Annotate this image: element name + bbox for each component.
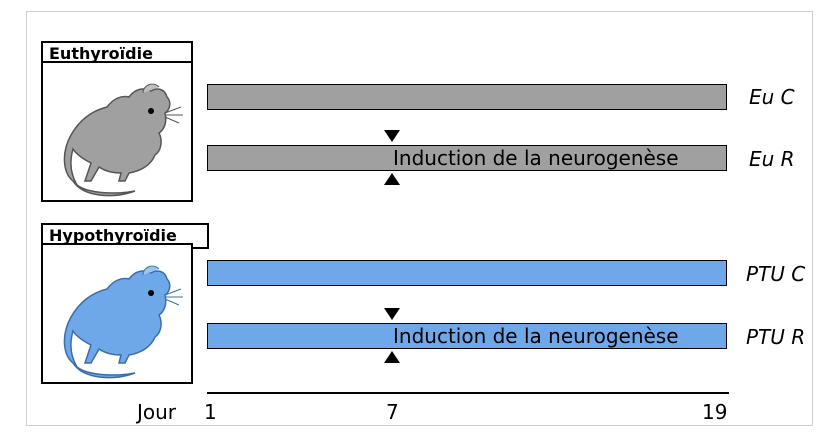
mouse-icon (63, 265, 183, 379)
label-ptu-r: PTU R (746, 325, 806, 349)
induction-text-ptu: Induction de la neurogenèse (393, 324, 679, 348)
label-eu-c: Eu C (749, 85, 795, 109)
bar-ptu-c (207, 260, 727, 286)
induction-marker-bottom (384, 173, 400, 185)
induction-marker-top (384, 308, 400, 320)
euthyroidie-mouse-box (41, 61, 193, 202)
label-ptu-c: PTU C (746, 262, 806, 286)
axis-tick-7: 7 (386, 400, 399, 424)
label-eu-r: Eu R (749, 147, 795, 171)
bar-ptu-r (207, 323, 727, 349)
axis-tick-1: 1 (204, 400, 217, 424)
induction-text-eu: Induction de la neurogenèse (393, 146, 679, 170)
axis-tick-19: 19 (702, 400, 728, 424)
bar-eu-c (207, 84, 727, 110)
day-axis-line (207, 392, 729, 394)
mouse-icon (63, 83, 183, 197)
axis-label: Jour (137, 400, 177, 424)
induction-marker-top (384, 130, 400, 142)
figure-frame: Euthyroïdie Eu C Induction de la neuroge… (26, 11, 813, 426)
bar-eu-r (207, 145, 727, 171)
induction-marker-bottom (384, 351, 400, 363)
hypothyroidie-mouse-box (41, 243, 193, 384)
